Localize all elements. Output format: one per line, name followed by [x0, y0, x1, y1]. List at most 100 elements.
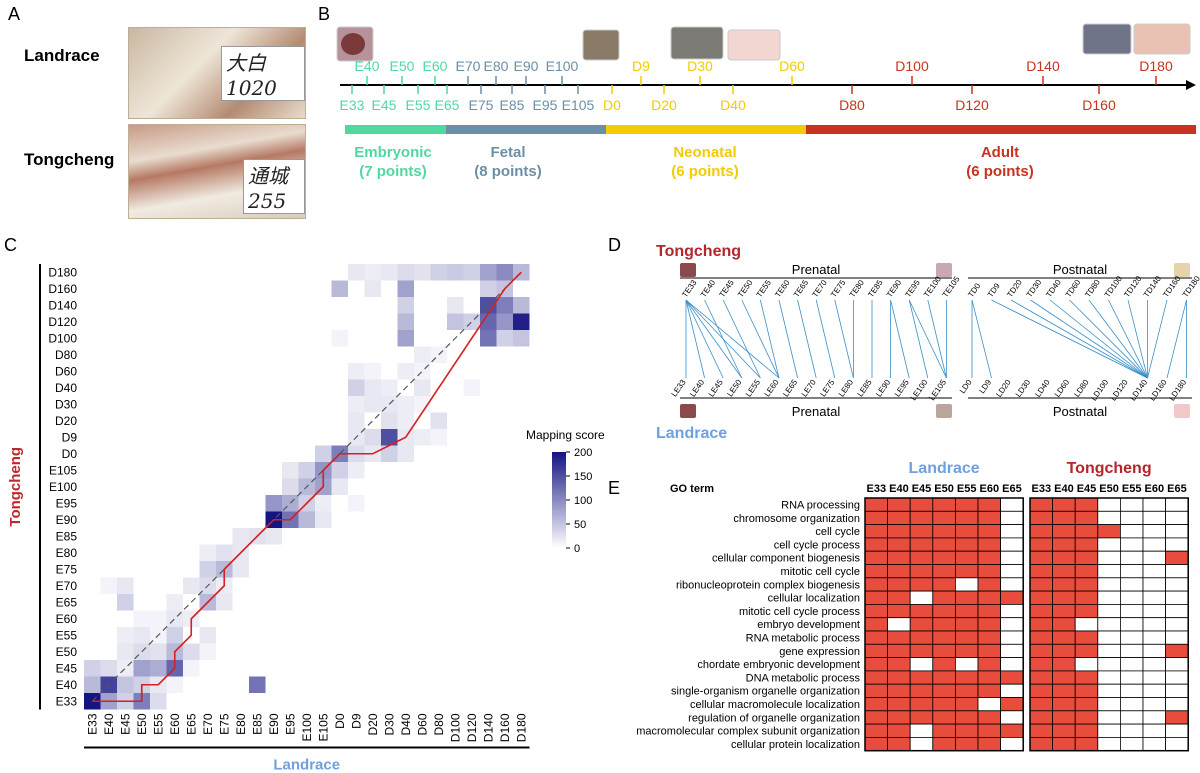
go-cell — [1165, 537, 1189, 552]
y-tick-label: D0 — [62, 447, 78, 461]
heatmap-cell — [117, 676, 134, 693]
go-cell — [932, 670, 956, 685]
bottom-stage-label: LD80 — [1072, 378, 1091, 399]
go-cell — [932, 630, 956, 645]
go-cell — [1074, 630, 1099, 645]
go-cell — [1142, 657, 1167, 672]
go-term-label: gene expression — [779, 646, 860, 658]
go-cell — [1097, 710, 1121, 725]
go-cell — [954, 524, 979, 539]
heatmap-cell — [282, 478, 299, 495]
alignment-link — [685, 299, 705, 379]
go-cell — [864, 670, 889, 685]
top-stage-label: TE95 — [903, 278, 922, 299]
stage-points: (8 points) — [474, 163, 542, 180]
heatmap-cell — [133, 627, 150, 644]
timeline-label-top: E100 — [546, 58, 579, 74]
y-tick-label: E55 — [56, 628, 78, 642]
go-cell — [887, 497, 911, 512]
top-stage-label: TE40 — [699, 278, 718, 299]
alignment-link — [778, 299, 798, 379]
go-cell — [1120, 697, 1144, 712]
go-cell — [1097, 497, 1121, 512]
go-cell — [1029, 564, 1054, 579]
x-tick-label: E60 — [168, 713, 182, 735]
go-cell — [864, 657, 889, 672]
landrace-tag: 大白1020 — [221, 46, 305, 101]
fetus-image — [582, 29, 620, 61]
go-cell — [1142, 564, 1167, 579]
alignment-link — [1166, 299, 1187, 379]
heatmap-cell — [397, 363, 414, 380]
go-term-label: cellular protein localization — [731, 739, 860, 751]
legend-tick-label: 200 — [574, 447, 592, 459]
heatmap-cell — [397, 445, 414, 462]
alignment-link — [890, 299, 910, 379]
landrace-carcass-photo: 大白1020 — [128, 27, 306, 119]
go-cell — [909, 617, 934, 632]
heatmap-cell — [100, 577, 117, 594]
heatmap-cell — [381, 445, 398, 462]
go-cell — [887, 697, 911, 712]
timeline-label-top: E70 — [456, 58, 481, 74]
timeline-label-bottom: D80 — [839, 97, 865, 113]
go-cell — [1120, 603, 1144, 619]
go-term-label: ribonucleoprotein complex biogenesis — [676, 579, 861, 591]
go-cell — [1052, 697, 1076, 712]
go-cell — [1097, 736, 1121, 752]
go-cell — [1142, 617, 1167, 632]
heatmap-cell — [315, 445, 332, 462]
go-term-label: embryo development — [757, 619, 860, 631]
go-cell — [864, 510, 889, 525]
column-label: E40 — [1054, 483, 1074, 495]
heatmap-cell — [381, 264, 398, 281]
column-label: E45 — [1077, 483, 1097, 495]
x-tick-label: D120 — [465, 713, 479, 742]
column-label: E50 — [934, 483, 954, 495]
heatmap-cell — [364, 363, 381, 380]
go-cell — [864, 683, 889, 698]
go-cell — [1097, 510, 1121, 525]
heatmap-cell — [232, 561, 249, 578]
x-tick-label: D9 — [349, 713, 363, 729]
bottom-stage-label: LE50 — [725, 378, 743, 399]
go-cell — [1142, 537, 1167, 552]
column-label: E60 — [980, 483, 1000, 495]
go-cell — [1052, 577, 1076, 592]
go-cell — [1097, 577, 1121, 592]
go-cell — [1029, 723, 1054, 738]
go-cell — [1142, 497, 1167, 512]
y-tick-label: D160 — [48, 282, 77, 296]
go-cell — [954, 603, 979, 619]
go-cell — [1097, 603, 1121, 619]
go-cell — [1142, 697, 1167, 712]
timeline-label-top: E50 — [390, 58, 415, 74]
heatmap-cell — [100, 660, 117, 677]
x-tick-label: E45 — [118, 713, 132, 735]
embryo-image — [341, 33, 365, 55]
go-cell — [977, 524, 1002, 539]
x-tick-label: D80 — [432, 713, 446, 735]
y-tick-label: D140 — [48, 298, 77, 312]
go-term-label: regulation of organelle organization — [688, 712, 860, 724]
bottom-stage-label: LD100 — [1089, 378, 1110, 403]
go-cell — [1029, 697, 1054, 712]
timeline-label-bottom: D0 — [603, 97, 621, 113]
go-cell — [887, 550, 911, 565]
timeline-label-bottom: D40 — [720, 97, 746, 113]
alignment-link — [927, 299, 947, 379]
go-cell — [1052, 683, 1076, 698]
go-cell — [1074, 497, 1099, 512]
top-stage-label: TE80 — [848, 278, 867, 299]
heatmap-cell — [348, 264, 365, 281]
go-cell — [1165, 590, 1189, 605]
column-label: E65 — [1167, 483, 1187, 495]
x-tick-label: E80 — [234, 713, 248, 735]
go-cell — [954, 630, 979, 645]
go-cell — [1074, 577, 1099, 592]
alignment-link — [741, 299, 780, 379]
bottom-stage-label: LD140 — [1128, 378, 1149, 403]
go-cell — [1120, 510, 1144, 525]
go-cell — [1097, 723, 1121, 738]
go-term-label: cellular macromolecule localization — [690, 699, 860, 711]
